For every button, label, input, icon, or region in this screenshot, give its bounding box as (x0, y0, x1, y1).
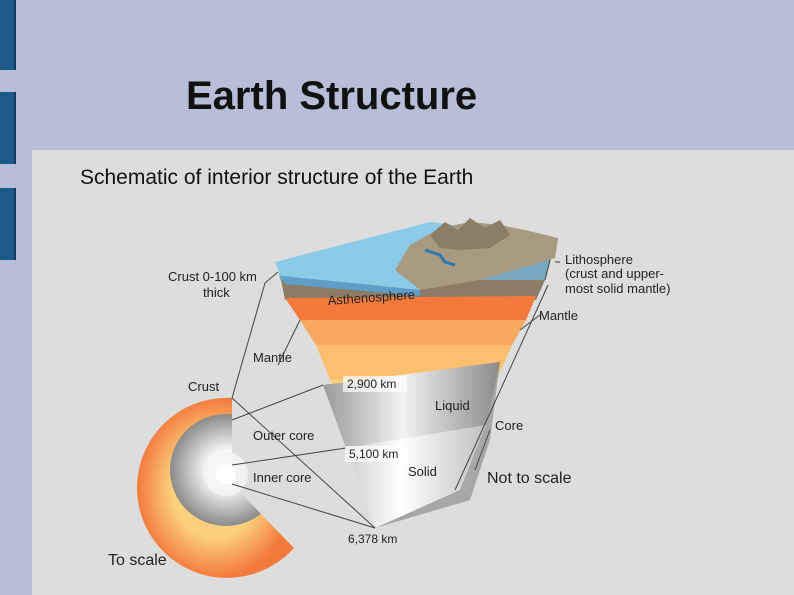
lithosphere-label: Lithosphere (565, 252, 633, 267)
inner-core-label: Inner core (253, 470, 312, 485)
mantle-right-label: Mantle (539, 308, 578, 323)
to-scale-cross-section (137, 398, 320, 578)
crust-thickness-label: Crust 0-100 km (168, 269, 257, 284)
crust-label: Crust (188, 379, 219, 394)
lithosphere-label-3: most solid mantle) (565, 281, 670, 296)
liquid-label: Liquid (435, 398, 470, 413)
lithosphere-label-2: (crust and upper- (565, 266, 664, 281)
depth-5100-label: 5,100 km (349, 447, 398, 461)
to-scale-label: To scale (108, 552, 167, 569)
outer-core-label: Outer core (253, 428, 314, 443)
upper-mantle-layer (300, 320, 526, 345)
depth-6378-label: 6,378 km (348, 532, 397, 546)
mantle-left-label: Mantle (253, 350, 292, 365)
solid-label: Solid (408, 464, 437, 479)
core-label: Core (495, 418, 523, 433)
crust-thickness-label-2: thick (203, 285, 230, 300)
depth-2900-label: 2,900 km (347, 377, 396, 391)
not-to-scale-label: Not to scale (487, 470, 572, 487)
